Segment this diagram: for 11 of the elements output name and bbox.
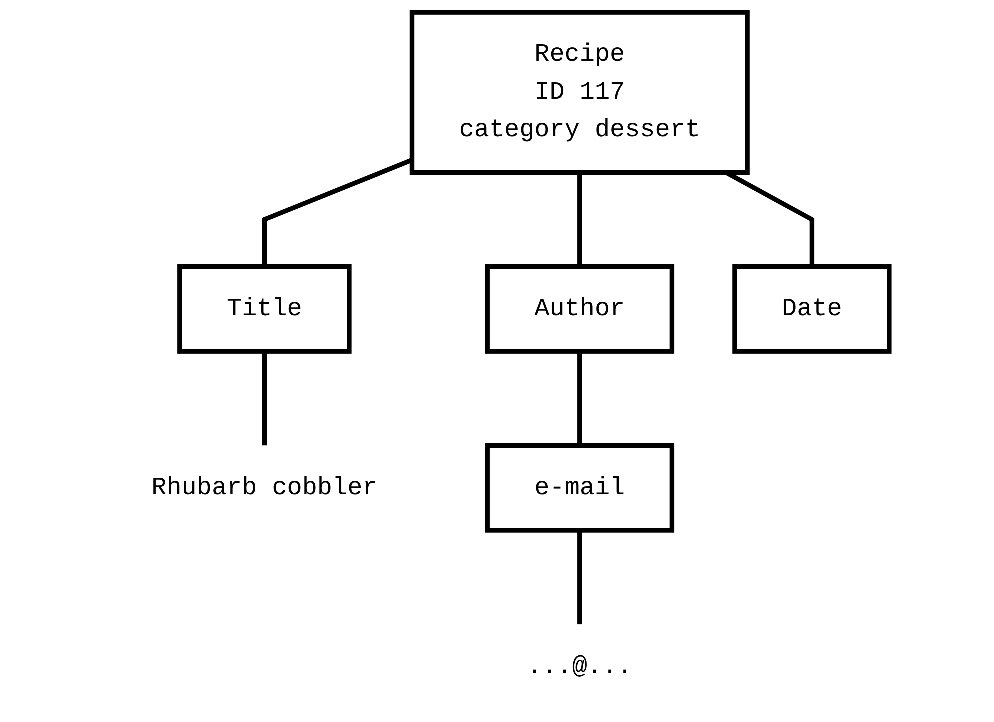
- node-box: e-mail: [485, 443, 675, 533]
- node-text: Rhubarb cobbler: [152, 474, 378, 502]
- connector: [578, 172, 582, 267]
- connector: [578, 352, 582, 446]
- node-box: Author: [485, 264, 675, 354]
- connector: [578, 530, 582, 625]
- node-box: Date: [732, 264, 892, 354]
- node-text: ...@...: [527, 652, 633, 682]
- connector: [262, 352, 268, 446]
- node-box: Title: [178, 264, 352, 354]
- node-box: Recipe ID 117 category dessert: [410, 10, 750, 175]
